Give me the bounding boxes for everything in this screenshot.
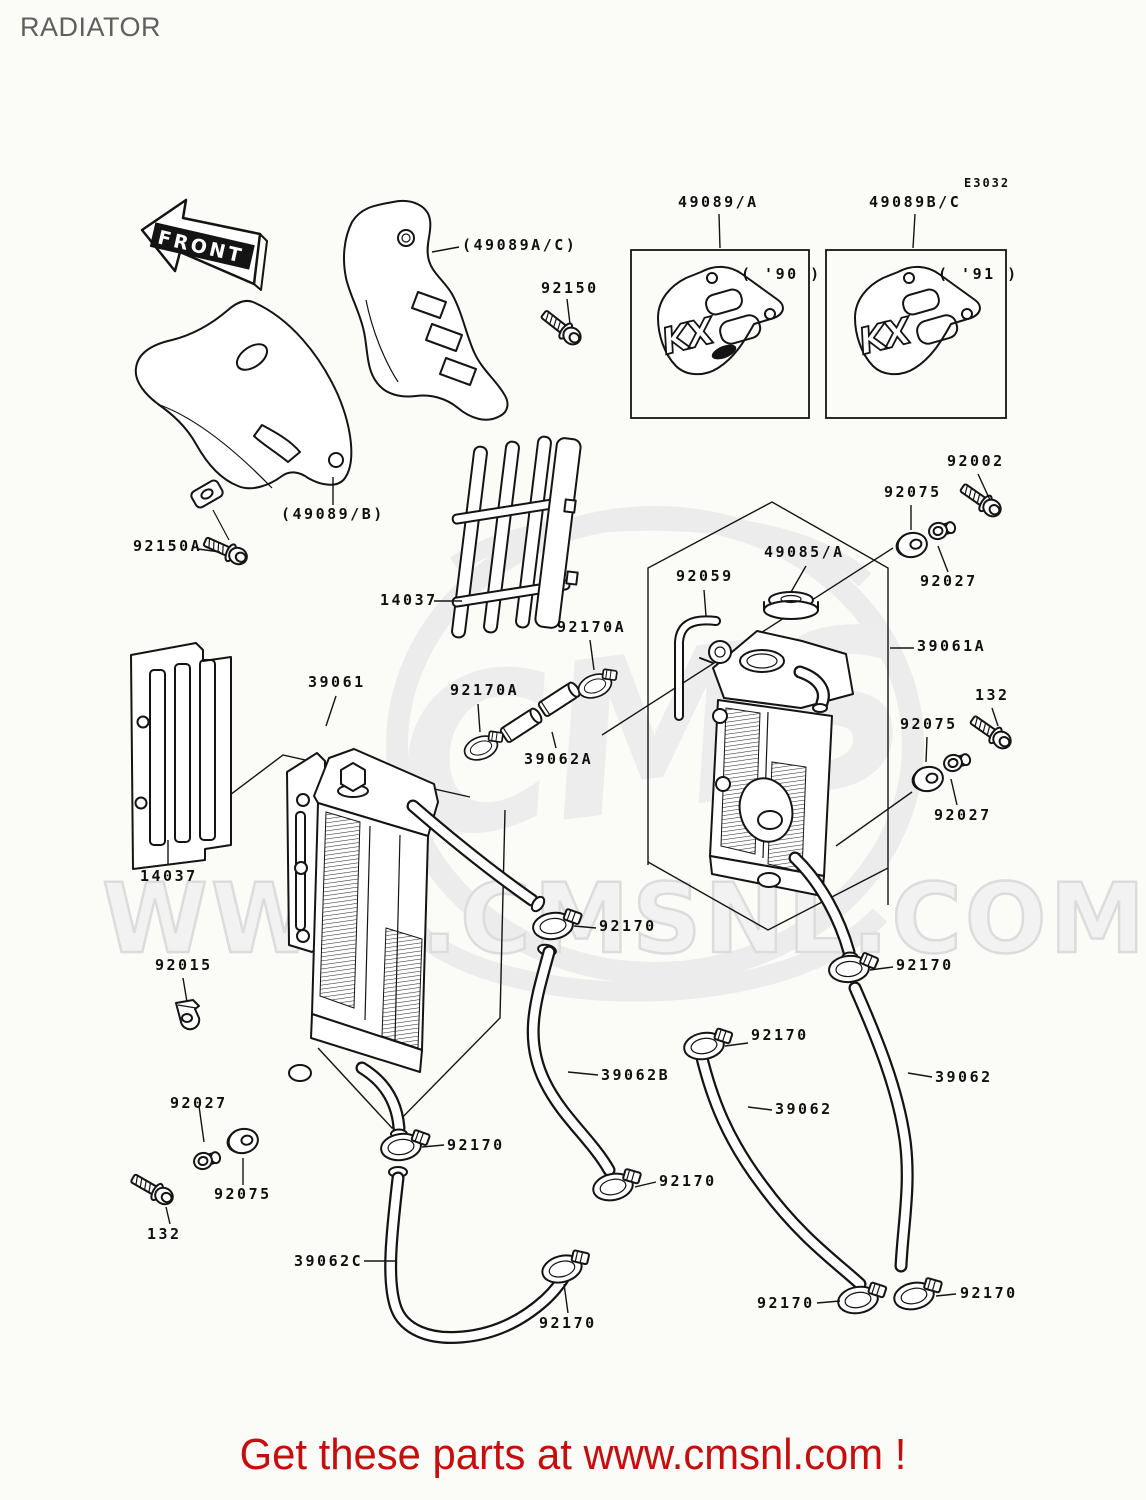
hose-39062-middle — [694, 1047, 867, 1291]
hose-39062c — [384, 1171, 579, 1345]
clamp-92170-8 — [890, 1273, 948, 1314]
radiator-cap-49085 — [763, 591, 819, 620]
front-arrow: FRONT — [140, 198, 268, 291]
radiator-39061a — [699, 630, 859, 963]
grommet-92075-top — [892, 529, 931, 562]
page-title: RADIATOR — [20, 12, 162, 42]
clamp-92170-6 — [537, 1245, 596, 1288]
bolt-92150 — [537, 305, 586, 350]
collar-92027-top — [926, 517, 958, 543]
bolt-132-right — [966, 710, 1016, 754]
shroud-49089b — [134, 300, 353, 541]
cms-url-text: WWW.CMSNL.COM — [102, 863, 1146, 975]
bolt-132-left — [127, 1169, 178, 1210]
clamp-92170-5 — [589, 1164, 647, 1205]
bolt-92002 — [956, 478, 1006, 522]
louver-14037 — [130, 642, 232, 870]
clip-92015 — [175, 999, 201, 1031]
watermark: CMS WWW.CMSNL.COM — [101, 506, 1146, 1002]
hose-39062-right — [848, 981, 914, 1273]
clamp-92170-3 — [680, 1024, 738, 1064]
shroud-49089ac — [343, 200, 509, 421]
hose-92059 — [674, 615, 721, 721]
hose-39062b — [526, 945, 616, 1177]
variant-box-90 — [630, 249, 810, 419]
grommet-92075-left — [223, 1125, 262, 1158]
clamp-92170-4 — [378, 1126, 434, 1164]
footer-banner: Get these parts at www.cmsnl.com ! — [239, 1430, 907, 1479]
leader-lines — [165, 213, 999, 1314]
collar-92027-left — [191, 1147, 223, 1173]
collar-92027-right — [941, 749, 973, 775]
grille-14037 — [451, 435, 582, 639]
radiator-39061 — [286, 748, 557, 1178]
variant-box-91 — [825, 249, 1007, 419]
